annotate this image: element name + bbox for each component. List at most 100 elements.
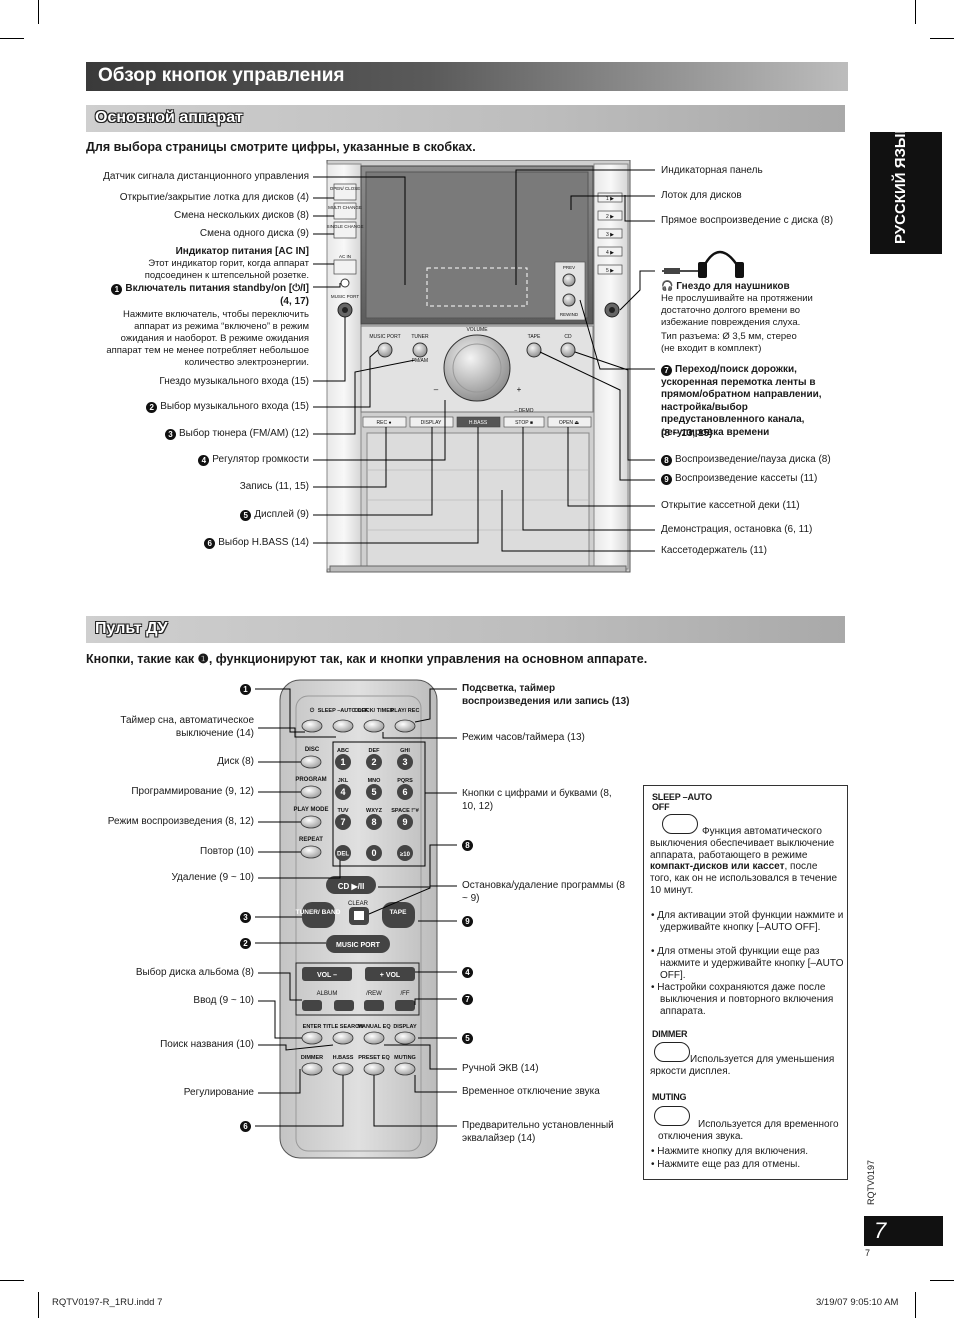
headphones-icon <box>701 250 741 269</box>
display-label: DISPLAY <box>421 420 442 426</box>
rm-disc-label: DISC <box>305 747 320 753</box>
open-label: OPEN ⏏ <box>559 420 580 426</box>
callout-number: 8 <box>462 840 473 851</box>
tuner-label: TUNER <box>411 334 429 340</box>
callout-number: 9 <box>661 474 672 485</box>
rm-callout-6: 6 <box>240 1120 254 1133</box>
tuner-button <box>412 342 428 358</box>
rm-callout-8: 8 <box>462 839 476 852</box>
power-description: Нажмите включатель, чтобы переключить ап… <box>106 309 309 368</box>
main-unit-diagram: OPEN/ CLOSE MULTI CHANGE SINGLE CHANGE A… <box>313 160 744 573</box>
callout-number: 7 <box>462 994 473 1005</box>
rm-callout-3: 3 <box>240 911 254 924</box>
rm-cd-label: CD ▶/II <box>338 882 365 891</box>
fm-am-label: FM/AM <box>412 358 428 364</box>
rm-music-port-button <box>326 935 390 953</box>
crop-mark <box>0 1280 24 1281</box>
music-port-button <box>377 342 393 358</box>
rm-cd-button <box>326 876 376 894</box>
callout-number: 3 <box>165 429 176 440</box>
label-indicator-panel: Индикаторная панель <box>661 165 763 176</box>
volume-minus-label: – <box>434 385 439 394</box>
rm-digit-label: 3 <box>402 757 407 767</box>
label-open-close: Открытие/закрытие лотка для дисков (4) <box>119 192 309 203</box>
rm-letters-label: MNO <box>368 778 382 784</box>
prev-label: PREV <box>563 265 575 270</box>
leader-lines <box>313 169 655 552</box>
callout-number: 2 <box>146 402 158 413</box>
rm-label-play-mode: Режим воспроизведения (8, 12) <box>107 816 254 827</box>
rm-letters-label: TUV <box>338 808 349 814</box>
dimmer-button-icon <box>654 1042 690 1062</box>
footer-file: RQTV0197-R_1RU.indd 7 <box>52 1297 163 1308</box>
rm-display-label: DISPLAY <box>393 1024 417 1030</box>
callout-number: 1 <box>111 284 123 295</box>
section-bar-main-unit: Основной аппарат <box>86 105 845 132</box>
rm-manual-eq-label: MANUAL EQ <box>357 1024 391 1030</box>
rm-vol-minus <box>302 967 352 981</box>
rm-label-album: Выбор диска альбома (8) <box>135 967 254 978</box>
rm-music-port-label: MUSIC PORT <box>336 942 381 949</box>
demo-label: – DEMO <box>514 408 533 414</box>
rm-letters-label: WXYZ <box>366 808 383 814</box>
main-unit-note: Для выбора страницы смотрите цифры, указ… <box>86 140 476 154</box>
rm-muting-label: MUTING <box>394 1055 416 1061</box>
rm-tape-label: TAPE <box>390 909 408 916</box>
rm-vol-plus <box>365 967 415 981</box>
rm-playmode-label: PLAY MODE <box>293 807 328 813</box>
language-tab: РУССКИЙ ЯЗЫК <box>870 124 942 254</box>
sleep-bullet-2: • Для отмены этой функции еще раз нажмит… <box>651 946 844 981</box>
rm-digit-label: 4 <box>340 787 345 797</box>
dimmer-header: DIMMER <box>652 1029 688 1039</box>
page-number: 7 <box>874 1218 887 1243</box>
rm-repeat-label: REPEAT <box>299 837 323 843</box>
callout-number: 3 <box>240 912 251 923</box>
footer-date: 3/19/07 9:05:10 AM <box>816 1297 899 1308</box>
dimmer-description: Используется для уменьшения яркости дисп… <box>650 1054 835 1077</box>
label-cassette-holder: Кассетодержатель (11) <box>661 545 767 556</box>
rm-letters-label: ABC <box>337 748 349 754</box>
ac-in-description: Этот индикатор горит, когда аппарат подс… <box>144 258 309 281</box>
rm-digit-5-button <box>366 784 382 800</box>
stop-label: STOP ■ <box>515 420 533 426</box>
rm-playrec-label: PLAY/ REC <box>391 708 420 714</box>
rm-digit-8-button <box>366 814 382 830</box>
rm-label-stop: Остановка/удаление программы (8 ~ 9) <box>462 880 625 904</box>
crop-mark <box>915 1292 916 1318</box>
rm-digit-2-button <box>366 754 382 770</box>
callout-number: 5 <box>462 1033 473 1044</box>
rm-digit-1-button <box>335 754 351 770</box>
muting-bullet-2: • Нажмите еще раз для отмены. <box>651 1159 801 1170</box>
label-power-pages: (4, 17) <box>280 296 309 307</box>
tape-button <box>526 342 542 358</box>
left-button-column <box>333 183 357 275</box>
rm-digit-9-button <box>397 814 413 830</box>
rm-digit-label: 2 <box>371 757 376 767</box>
rm-digit-label: 5 <box>371 787 376 797</box>
label-rec: Запись (11, 15) <box>239 481 309 492</box>
skip-panel <box>554 261 586 321</box>
rm-rew-label: /REW <box>366 991 382 997</box>
info-box: SLEEP –AUTO OFF Функция автоматического … <box>643 785 848 1180</box>
cd-button <box>560 342 576 358</box>
crop-mark <box>930 38 954 39</box>
rm-callout-9: 9 <box>462 915 476 928</box>
crop-mark <box>38 1292 39 1318</box>
music-port-label: MUSIC PORT <box>369 334 400 340</box>
rm-label-title-search: Поиск названия (10) <box>160 1039 254 1050</box>
headphone-description: Не прослушивайте на протяжении достаточн… <box>661 293 813 328</box>
rm-label-delete: Удаление (9 ~ 10) <box>171 872 254 883</box>
rm-label-playrec: Подсветка, таймер воспроизведения или за… <box>462 683 630 707</box>
rm-callout-7: 7 <box>462 993 476 1006</box>
rm-digit-6-button <box>397 784 413 800</box>
rm-label-repeat: Повтор (10) <box>200 846 254 857</box>
rm-digit-label: 7 <box>340 817 345 827</box>
sleep-header: SLEEP –AUTO OFF <box>652 792 712 812</box>
rm-label-program: Программирование (9, 12) <box>131 786 254 797</box>
rec-label: REC ● <box>377 420 392 426</box>
callout-number: 7 <box>661 365 672 376</box>
